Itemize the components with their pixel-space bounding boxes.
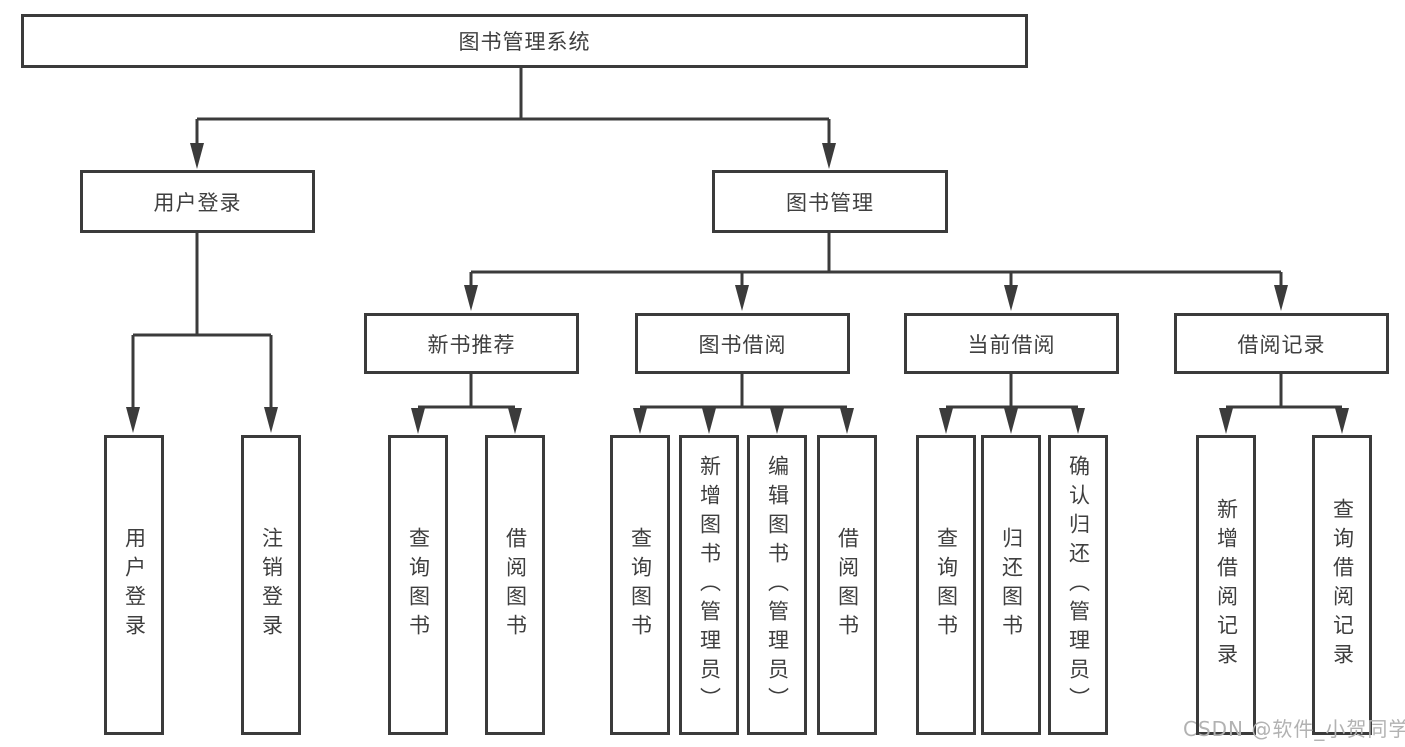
- node-new-book-rec: 新书推荐: [364, 313, 579, 374]
- leaf-cb-confirm-return-admin: 确认归还（管理员）: [1048, 435, 1108, 735]
- leaf-label: 注销登录: [259, 527, 284, 643]
- node-label: 借阅记录: [1237, 332, 1326, 357]
- arrowhead: [1274, 285, 1288, 311]
- leaf-cb-query-books: 查询图书: [916, 435, 976, 735]
- connector-book-mgmt: [464, 233, 1288, 311]
- leaf-br-query-record: 查询借阅记录: [1312, 435, 1372, 735]
- arrowhead: [822, 143, 836, 169]
- arrowhead: [702, 408, 716, 434]
- leaf-bb-borrow-books: 借阅图书: [817, 435, 877, 735]
- arrowhead: [735, 285, 749, 311]
- node-system-root: 图书管理系统: [21, 14, 1028, 68]
- leaf-label: 借阅图书: [835, 527, 860, 643]
- leaf-label: 查询借阅记录: [1330, 498, 1355, 672]
- leaf-label: 用户登录: [122, 527, 147, 643]
- node-label: 用户登录: [153, 190, 242, 215]
- leaf-bb-query-books: 查询图书: [610, 435, 670, 735]
- arrowhead: [264, 407, 278, 433]
- arrowhead: [1335, 408, 1349, 434]
- arrowhead: [633, 408, 647, 434]
- leaf-nbr-borrow-books: 借阅图书: [485, 435, 545, 735]
- arrowhead: [1071, 408, 1085, 434]
- connector-new-book-rec: [411, 374, 522, 434]
- leaf-br-add-record: 新增借阅记录: [1196, 435, 1256, 735]
- leaf-label: 确认归还（管理员）: [1066, 454, 1091, 716]
- csdn-watermark: CSDN @软件_小贺同学: [1183, 717, 1405, 741]
- leaf-bb-add-books-admin: 新增图书（管理员）: [679, 435, 739, 735]
- leaf-label: 查询图书: [406, 527, 431, 643]
- arrowhead: [939, 408, 953, 434]
- arrowhead: [126, 407, 140, 433]
- leaf-label: 借阅图书: [503, 527, 528, 643]
- leaf-label: 新增借阅记录: [1214, 498, 1239, 672]
- leaf-label: 新增图书（管理员）: [697, 454, 722, 716]
- leaf-cb-return-books: 归还图书: [981, 435, 1041, 735]
- leaf-bb-edit-books-admin: 编辑图书（管理员）: [747, 435, 807, 735]
- node-label: 图书借阅: [698, 332, 787, 357]
- node-current-borrow: 当前借阅: [904, 313, 1119, 374]
- node-book-mgmt: 图书管理: [712, 170, 948, 233]
- node-borrow-record: 借阅记录: [1174, 313, 1389, 374]
- connector-borrow-record: [1219, 374, 1349, 434]
- node-label: 图书管理: [786, 190, 874, 215]
- arrowhead: [464, 285, 478, 311]
- arrowhead: [190, 143, 204, 169]
- node-label: 新书推荐: [427, 332, 516, 357]
- connector-current-borrow: [939, 374, 1085, 434]
- node-book-borrow: 图书借阅: [635, 313, 850, 374]
- node-label: 图书管理系统: [458, 30, 591, 54]
- leaf-label: 查询图书: [934, 527, 959, 643]
- leaf-label: 编辑图书（管理员）: [765, 454, 790, 716]
- leaf-label: 查询图书: [628, 527, 653, 643]
- node-user-login: 用户登录: [80, 170, 315, 233]
- arrowhead: [1004, 408, 1018, 434]
- arrowhead: [770, 408, 784, 434]
- leaf-logout: 注销登录: [241, 435, 301, 735]
- connector-book-borrow: [633, 374, 854, 434]
- leaf-user-login: 用户登录: [104, 435, 164, 735]
- arrowhead: [840, 408, 854, 434]
- node-label: 当前借阅: [967, 332, 1056, 357]
- connector-root: [190, 68, 836, 169]
- arrowhead: [508, 408, 522, 434]
- arrowhead: [1004, 285, 1018, 311]
- leaf-label: 归还图书: [999, 527, 1024, 643]
- arrowhead: [1219, 408, 1233, 434]
- connector-user-login: [126, 233, 278, 433]
- arrowhead: [411, 408, 425, 434]
- leaf-nbr-query-books: 查询图书: [388, 435, 448, 735]
